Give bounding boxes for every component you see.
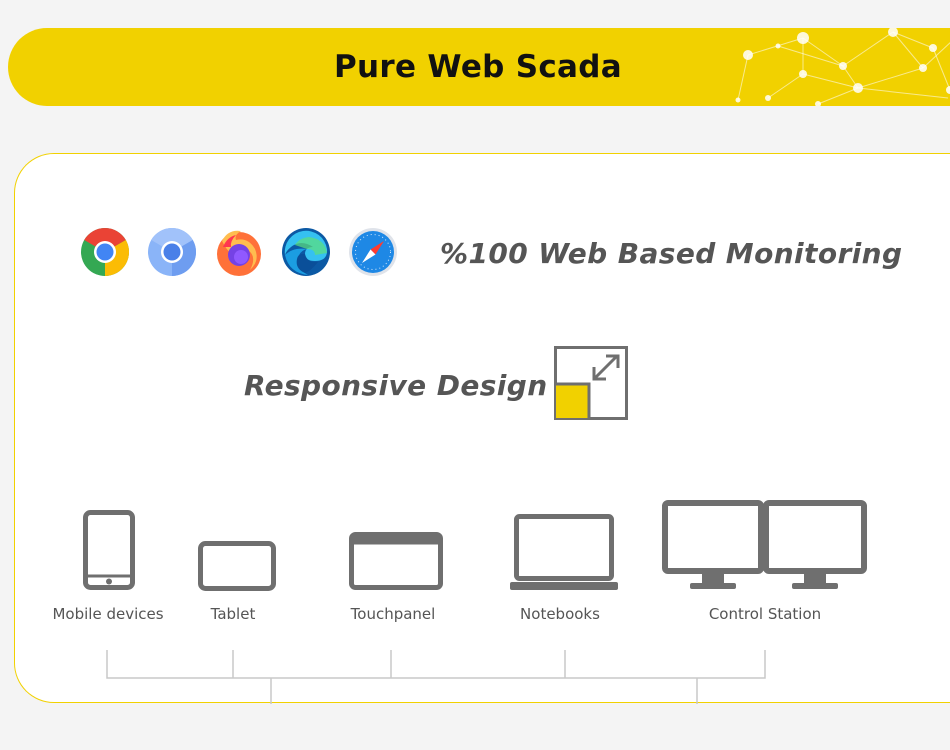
device-label-control-station: Control Station — [708, 605, 822, 623]
device-label-tablet: Tablet — [210, 605, 256, 623]
tablet-icon — [198, 541, 276, 591]
chrome-icon — [81, 227, 130, 276]
edge-icon — [282, 228, 330, 276]
laptop-icon — [510, 514, 618, 590]
network-pattern-icon — [735, 28, 950, 106]
safari-icon — [349, 228, 397, 276]
device-label-touchpanel: Touchpanel — [350, 605, 436, 623]
smartphone-icon — [83, 510, 135, 590]
touchpanel-icon — [349, 532, 443, 590]
web-based-monitoring-heading: %100 Web Based Monitoring — [440, 237, 903, 270]
resize-expand-icon — [554, 346, 628, 420]
browser-icons — [80, 227, 398, 277]
device-label-notebooks: Notebooks — [520, 605, 600, 623]
firefox-icon — [217, 230, 261, 276]
page-title: Pure Web Scada — [334, 49, 622, 85]
dual-monitor-icon — [662, 500, 867, 589]
chromium-icon — [148, 227, 197, 276]
header-banner: Pure Web Scada — [8, 28, 950, 106]
device-bracket-lines — [106, 650, 766, 704]
device-label-mobile: Mobile devices — [52, 605, 164, 623]
responsive-design-heading: Responsive Design — [244, 369, 548, 402]
